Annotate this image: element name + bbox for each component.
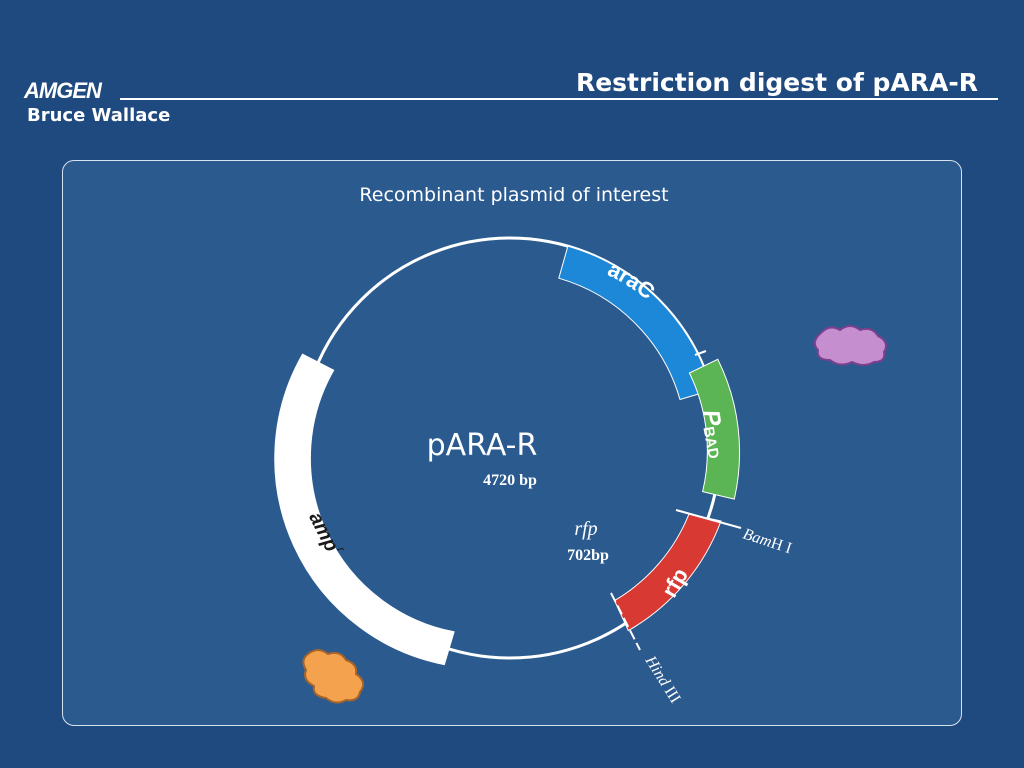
- plasmid-name: pARA-R: [427, 428, 538, 463]
- pbad-label-sub: BAD: [699, 425, 721, 460]
- ampr-label-sup: r: [334, 544, 349, 555]
- orange-enzyme-icon: [302, 649, 365, 704]
- plasmid-size: 4720 bp: [483, 472, 537, 489]
- slide-title: Restriction digest of pARA-R: [575, 68, 978, 97]
- bamhi-cut-line: [675, 509, 742, 529]
- header-rule: [120, 98, 998, 100]
- diagram-panel: [62, 160, 962, 726]
- ampr-gene: [274, 353, 455, 666]
- junction-tick: [694, 350, 707, 356]
- insert-name: rfp: [574, 518, 597, 540]
- pbad-label-main: P: [697, 408, 727, 429]
- hindiii-cut-line: [610, 592, 641, 651]
- panel-subtitle: Recombinant plasmid of interest: [359, 184, 669, 206]
- hindiii-label: Hind III: [641, 652, 683, 706]
- amgen-logo: AMGEN: [24, 78, 102, 103]
- pbad-promoter: [688, 358, 741, 500]
- arac-gene: [558, 245, 713, 401]
- insert-size: 702bp: [567, 547, 609, 564]
- rfp-gene: [613, 513, 722, 632]
- purple-enzyme-icon: [813, 325, 887, 366]
- pbad-label-group: P BAD: [697, 408, 727, 461]
- bamhi-label: BamH I: [741, 526, 794, 558]
- presenter-name: Bruce Wallace: [27, 105, 171, 126]
